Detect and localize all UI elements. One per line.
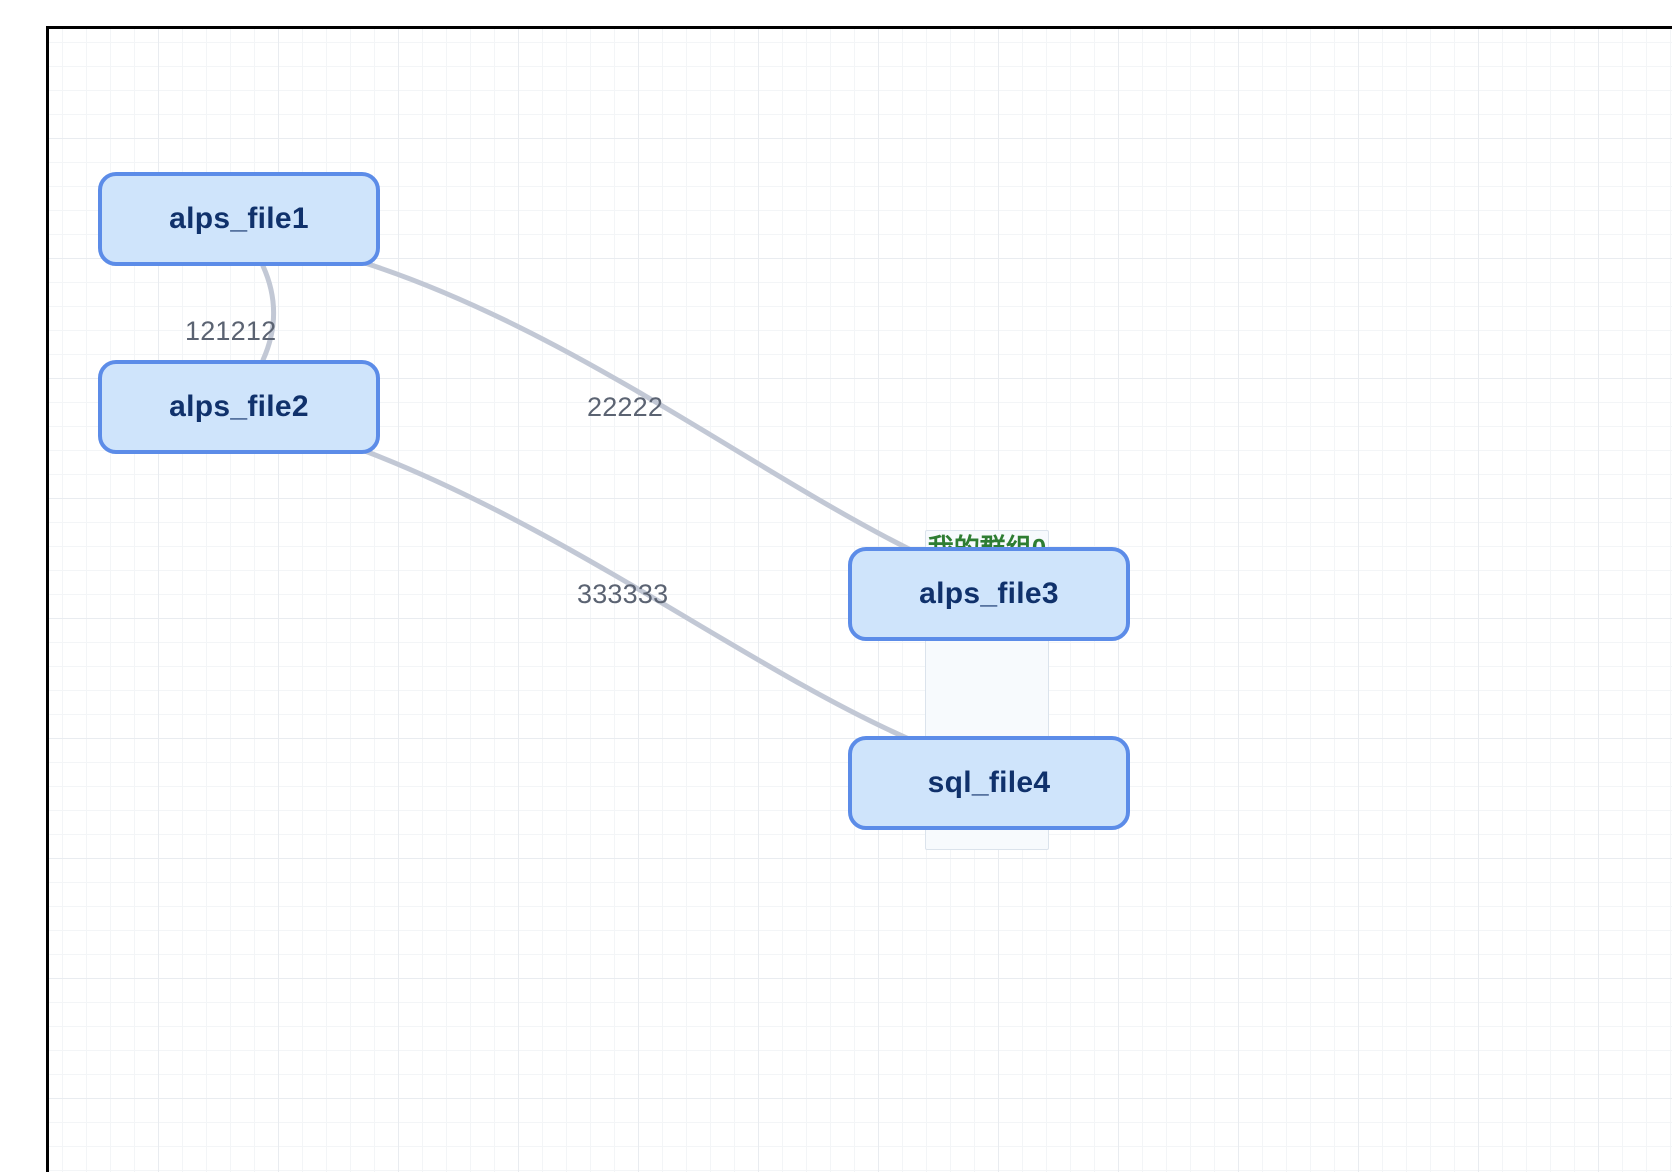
edge-label-22222: 22222	[587, 392, 664, 422]
node-alps_file2[interactable]: alps_file2	[98, 360, 380, 454]
node-alps_file1[interactable]: alps_file1	[98, 172, 380, 266]
node-label-alps_file3: alps_file3	[919, 577, 1059, 610]
node-alps_file3[interactable]: alps_file3	[848, 547, 1130, 641]
node-sql_file4[interactable]: sql_file4	[848, 736, 1130, 830]
edge-label-121212: 121212	[185, 316, 277, 346]
graph-viewport[interactable]: 我的群组0 121212 22222 333333 alps_file1 alp…	[49, 29, 1672, 1172]
node-label-alps_file1: alps_file1	[169, 202, 309, 235]
canvas-frame-left-border	[46, 26, 49, 1172]
canvas-frame-top-border	[46, 26, 1672, 29]
node-label-alps_file2: alps_file2	[169, 390, 309, 423]
edge-label-333333: 333333	[577, 579, 669, 609]
node-label-sql_file4: sql_file4	[927, 766, 1051, 799]
